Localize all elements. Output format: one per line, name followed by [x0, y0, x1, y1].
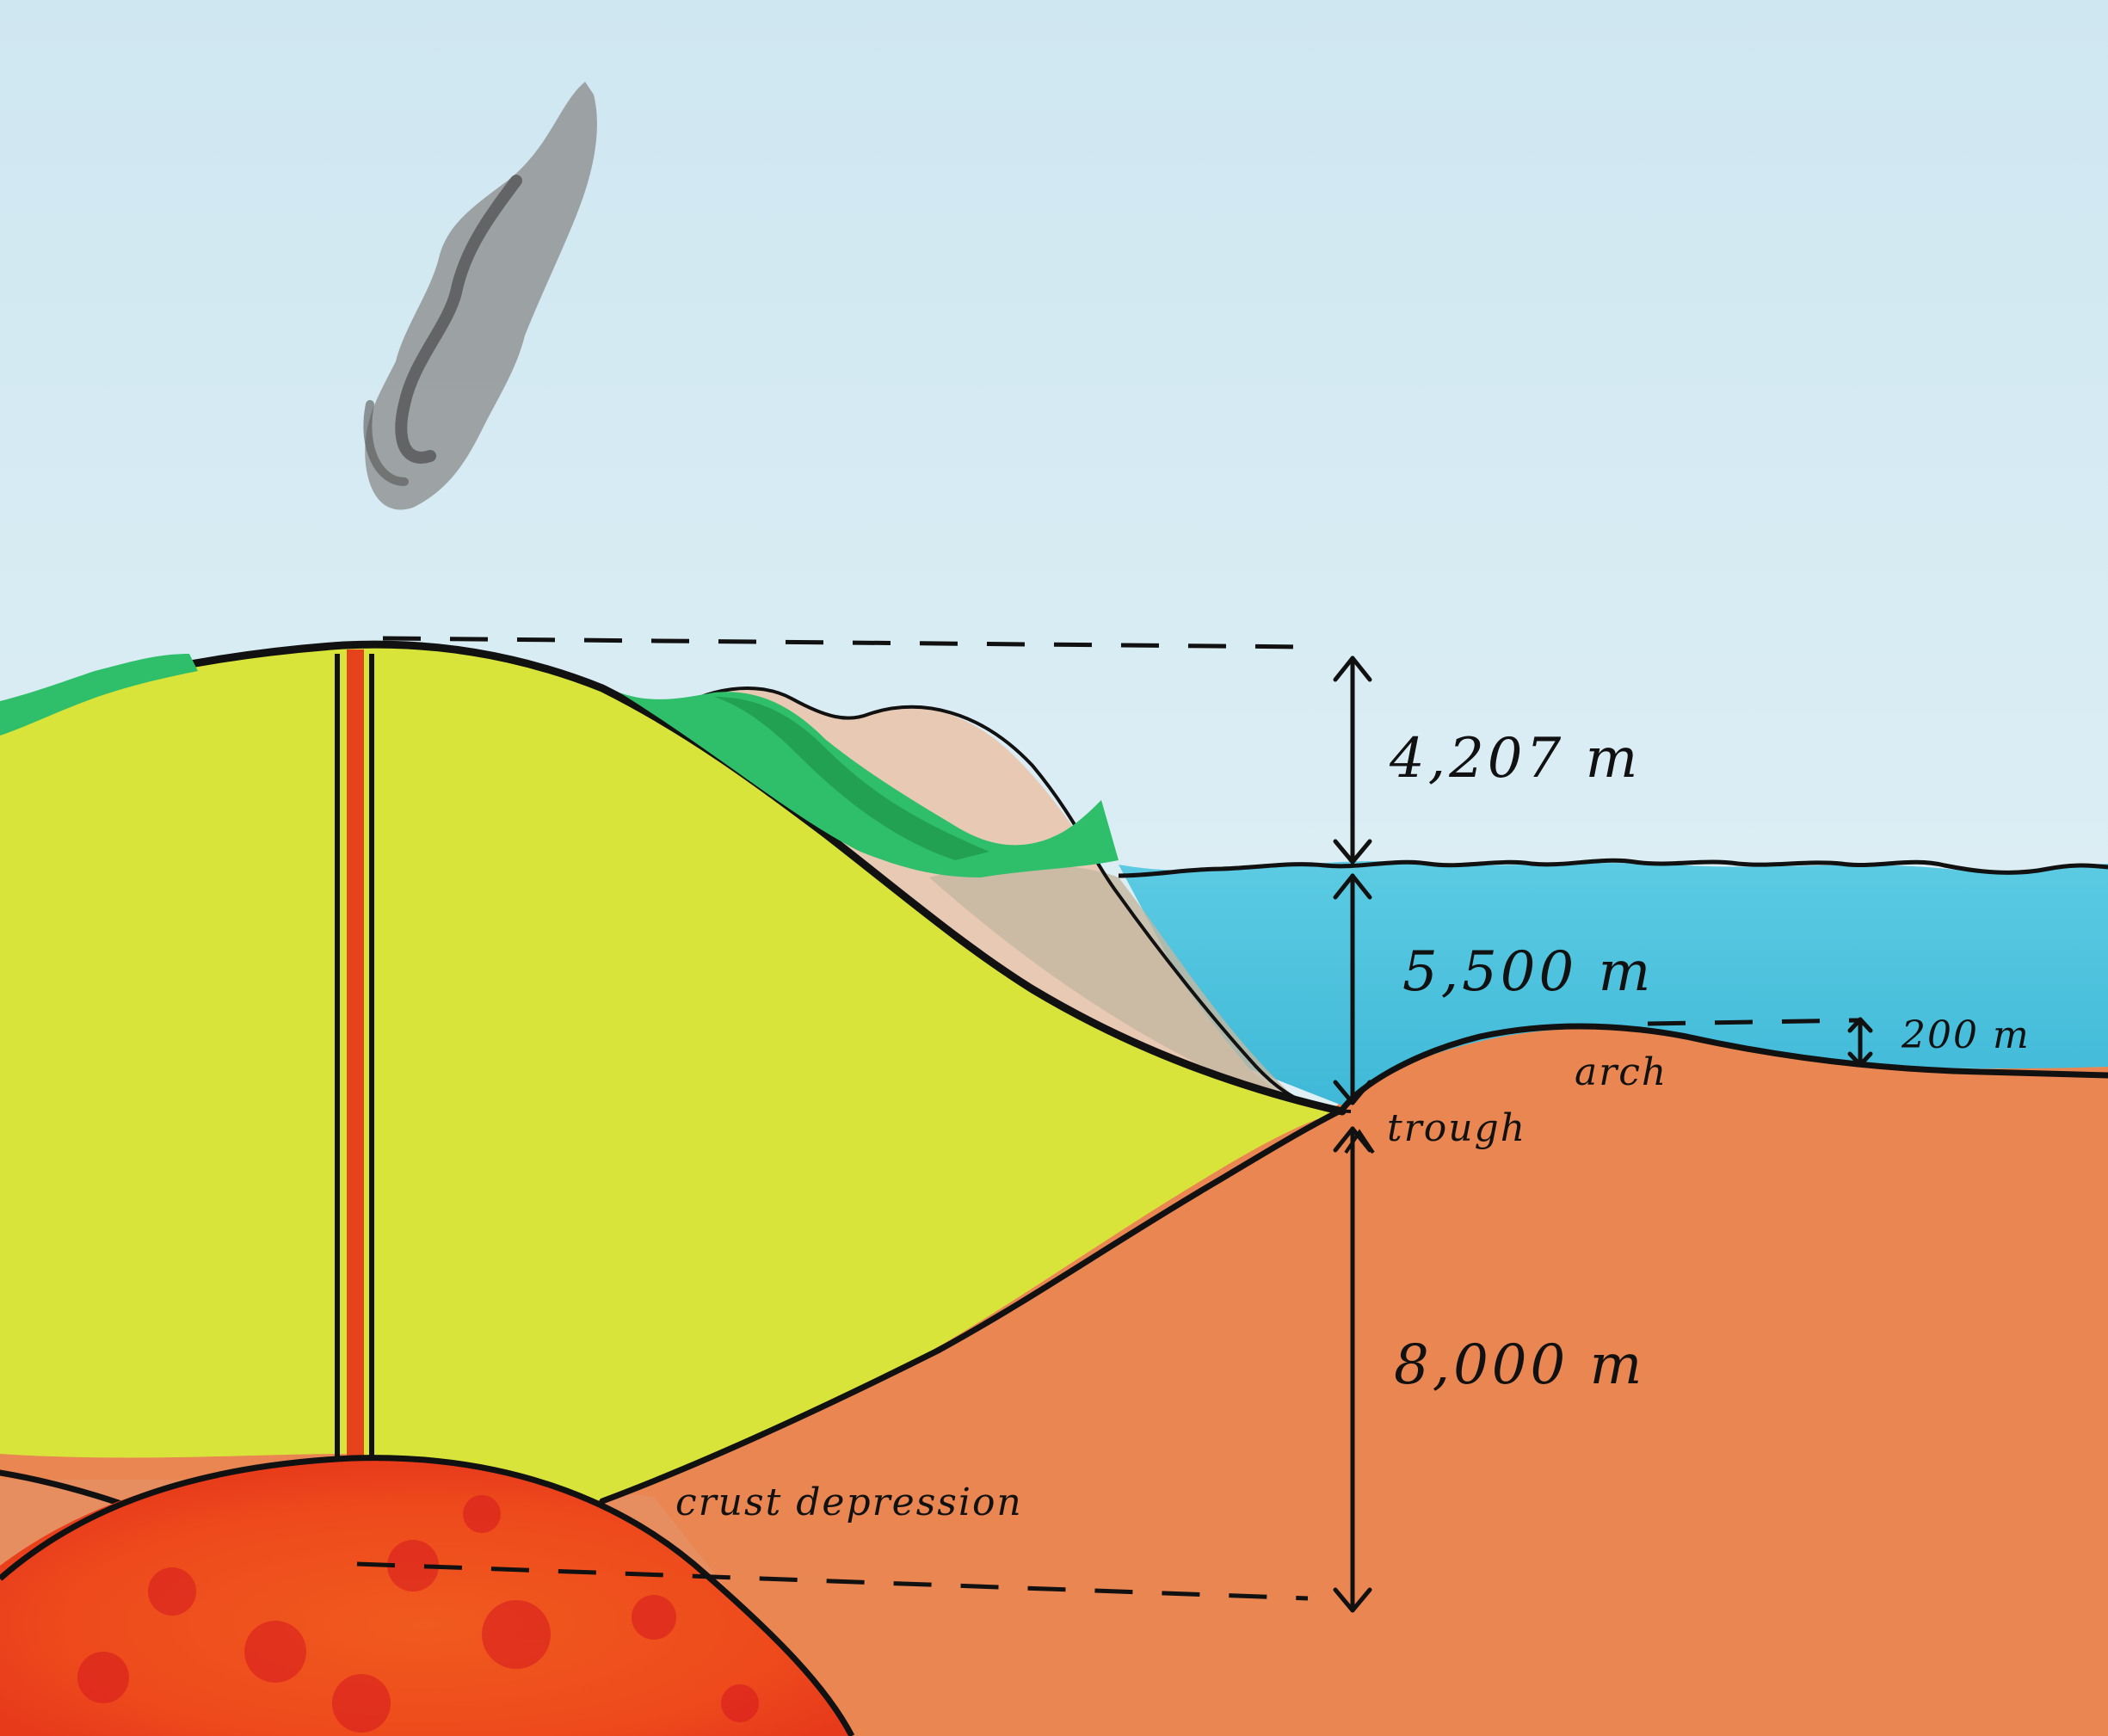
- crust-boundary-line: [599, 1023, 2108, 1505]
- magma-texture: [77, 1495, 759, 1733]
- arch-label: arch: [1575, 1050, 1668, 1094]
- reference-lines: [356, 636, 1859, 1601]
- height-above-sea-label: 4,207 m: [1390, 727, 1642, 791]
- secondary-cone-outline: [669, 686, 1352, 1113]
- arch-reference-line: [1647, 1018, 1859, 1026]
- vegetation: [0, 654, 1119, 877]
- arch-height-label: 200 m: [1902, 1013, 2031, 1057]
- trough-arrow: [1344, 1129, 1375, 1154]
- sea-surface-line: [1118, 858, 2108, 878]
- measurement-arrows: [1333, 656, 1873, 1613]
- magma-conduit: [347, 649, 364, 1475]
- ash-plume: [363, 82, 597, 510]
- trough-label: trough: [1387, 1106, 1527, 1150]
- summit-reference-line: [382, 636, 1309, 649]
- crust-depression-label: crust depression: [675, 1481, 1023, 1524]
- magma-chamber-outline: [0, 1455, 855, 1736]
- depth-reference-line: [356, 1561, 1309, 1601]
- ocean-depth-label: 5,500 m: [1402, 940, 1655, 1004]
- crust-depth-label: 8,000 m: [1394, 1333, 1646, 1397]
